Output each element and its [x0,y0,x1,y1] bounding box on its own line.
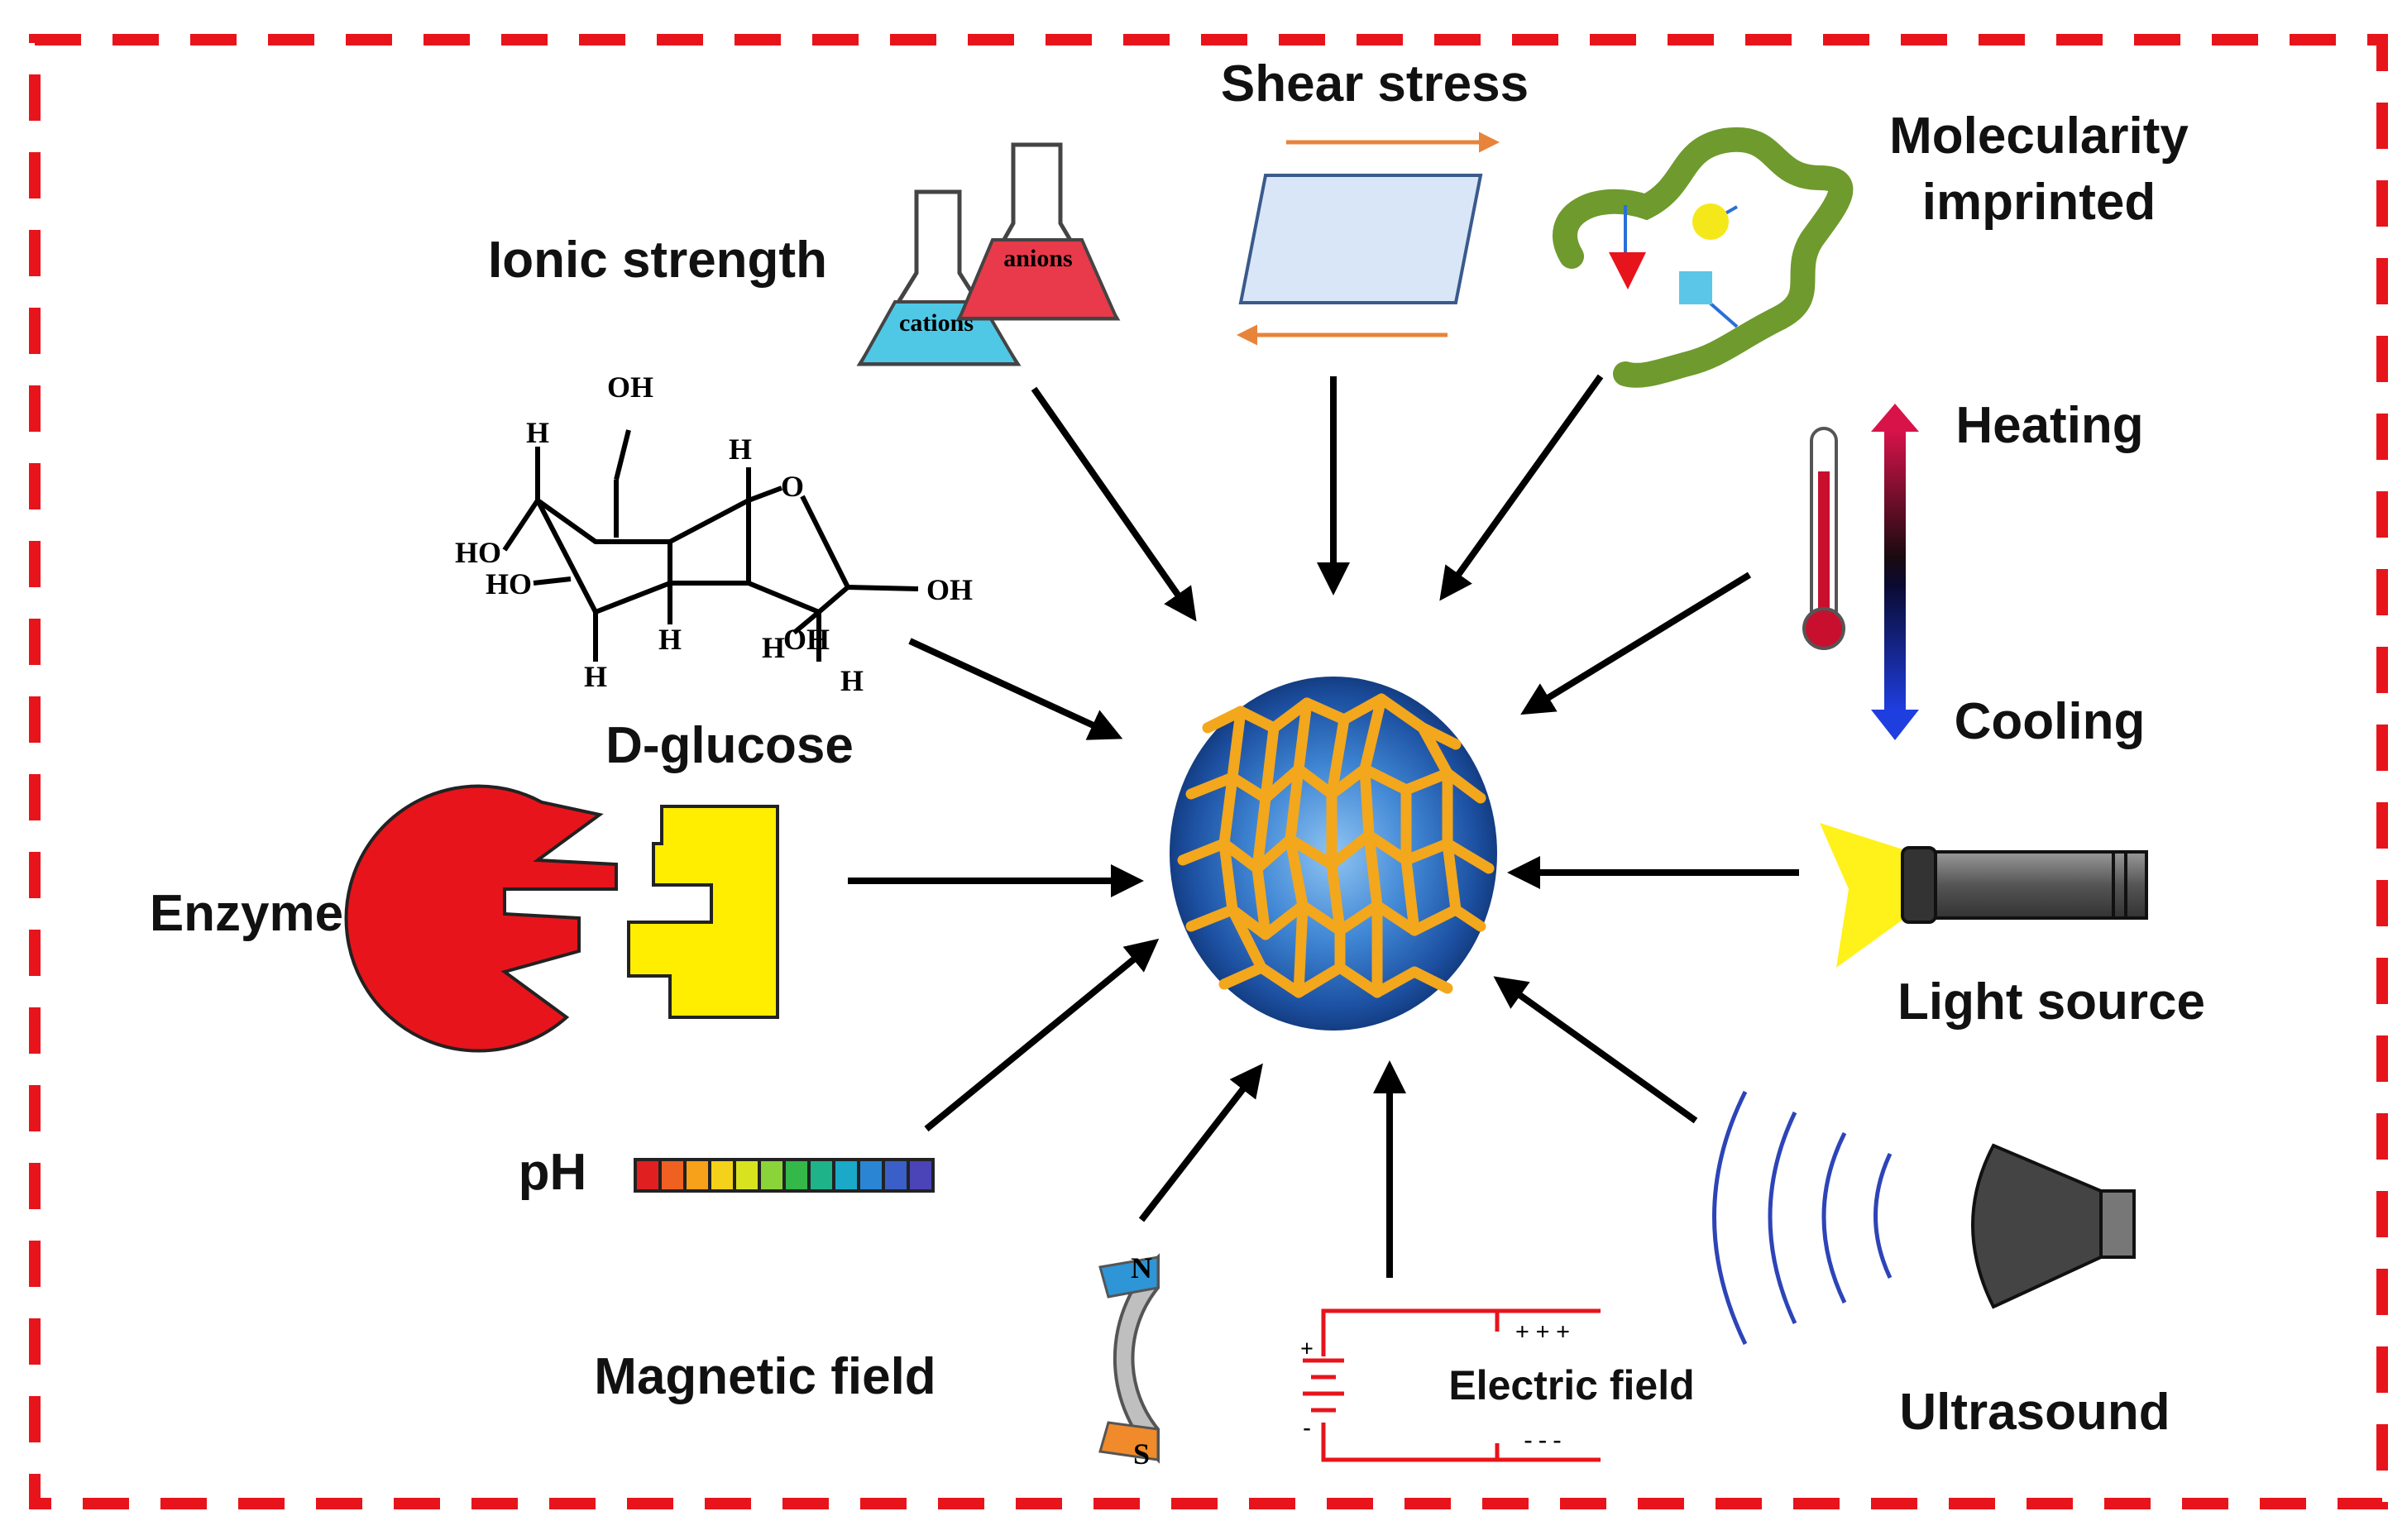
arrow-temperature [1520,572,1752,715]
ph-color-cell [857,1158,885,1193]
template-circle [1692,203,1729,240]
temperature-group: Heating Cooling [1802,397,2146,750]
arrow-ultrasound [1493,976,1698,1124]
label-heating: Heating [1955,397,2143,454]
atom-oh-top: OH [607,371,653,404]
magnet-north-label: N [1131,1251,1152,1284]
light-source-group: Light source [1820,823,2205,1031]
enzyme-yellow-shape [627,805,779,1019]
stimulus-arrows [848,374,1799,1278]
atom-h-lowest: H [840,664,864,697]
ph-color-cell [634,1158,662,1193]
ionic-strength-group: Ionic strength cations anions [488,142,1121,366]
label-electric-field: Electric field [1448,1362,1694,1408]
flashlight-head [1901,846,1937,924]
atom-h-bottom-left: H [584,660,607,693]
arrow-ionic-strength [1031,386,1197,622]
ph-color-cell [758,1158,786,1193]
arrow-d-glucose [908,638,1123,740]
electric-field-group: + + + - - - + - Electric field [1300,1308,1695,1462]
label-ultrasound: Ultrasound [1899,1384,2170,1441]
magnet-south-label: S [1133,1437,1150,1471]
ph-color-cell [882,1158,910,1193]
atom-h-bottom-right: H [762,631,785,664]
label-shear-stress: Shear stress [1221,55,1529,112]
ph-color-cell [832,1158,860,1193]
speaker-icon [1971,1143,2136,1309]
label-cooling: Cooling [1955,693,2146,750]
ph-color-cell [907,1158,935,1193]
label-molecularity-line2: imprinted [1922,174,2156,231]
arrow-magnetic-field [1138,1063,1263,1222]
thermometer-icon [1802,427,1845,650]
temperature-gradient-arrow [1871,404,1919,740]
battery-plus: + [1300,1337,1314,1362]
hydrogel-sphere [1170,677,1497,1031]
electric-plate-minus: - - - [1524,1426,1562,1453]
ph-color-cell [807,1158,835,1193]
ph-color-cell [733,1158,761,1193]
ultrasound-group: Ultrasound [1712,1090,2170,1441]
atom-h-top: H [729,433,752,466]
label-magnetic-field: Magnetic field [594,1348,936,1405]
dashed-border [29,34,2388,1509]
magnetic-field-group: N S Magnetic field [594,1251,1160,1471]
imprinted-polymer-chain [1553,127,1854,388]
arrow-ph [924,938,1160,1132]
template-triangle [1609,252,1646,289]
label-ph: pH [519,1144,587,1201]
enzyme-group: Enzyme [150,784,779,1053]
electric-plate-plus: + + + [1515,1318,1570,1346]
label-d-glucose: D-glucose [605,717,854,774]
enzyme-red-shape [344,784,618,1053]
label-molecularity-line1: Molecularity [1889,108,2189,165]
label-light-source: Light source [1897,973,2205,1031]
atom-ho-1: HO [455,536,501,569]
ph-group: pH [519,1144,935,1201]
arrow-molecularity [1439,374,1604,601]
template-square [1679,271,1712,304]
hydrogel-fiber-network [1177,693,1495,998]
atom-oh-right: OH [926,573,973,606]
d-glucose-structure: OH H H O HO HO OH H H OH H H D-glucose [455,371,973,774]
ph-color-cell [708,1158,736,1193]
atom-h-left: H [526,416,549,449]
flask-anions-label: anions [1003,245,1072,272]
ph-color-cell [683,1158,711,1193]
light-beam [1820,823,1911,968]
ph-color-cell [782,1158,811,1193]
molecularity-group: Molecularity imprinted [1553,108,2189,388]
battery-minus: - [1303,1415,1310,1441]
shear-stress-group: Shear stress [1221,55,1529,346]
ph-color-cell [658,1158,687,1193]
shear-plate [1238,174,1483,304]
label-ionic-strength: Ionic strength [488,232,827,289]
flashlight-body [1934,850,2148,920]
electric-circuit [1303,1308,1601,1462]
atom-o-ring: O [781,470,804,503]
atom-ho-2: HO [486,567,532,600]
ph-indicator-strip [634,1158,935,1193]
sound-waves [1712,1090,1893,1346]
label-enzyme: Enzyme [150,885,343,942]
atom-h-center: H [658,623,682,656]
atom-oh-bottom: OH [783,623,830,656]
flask-anions: anions [955,142,1121,321]
